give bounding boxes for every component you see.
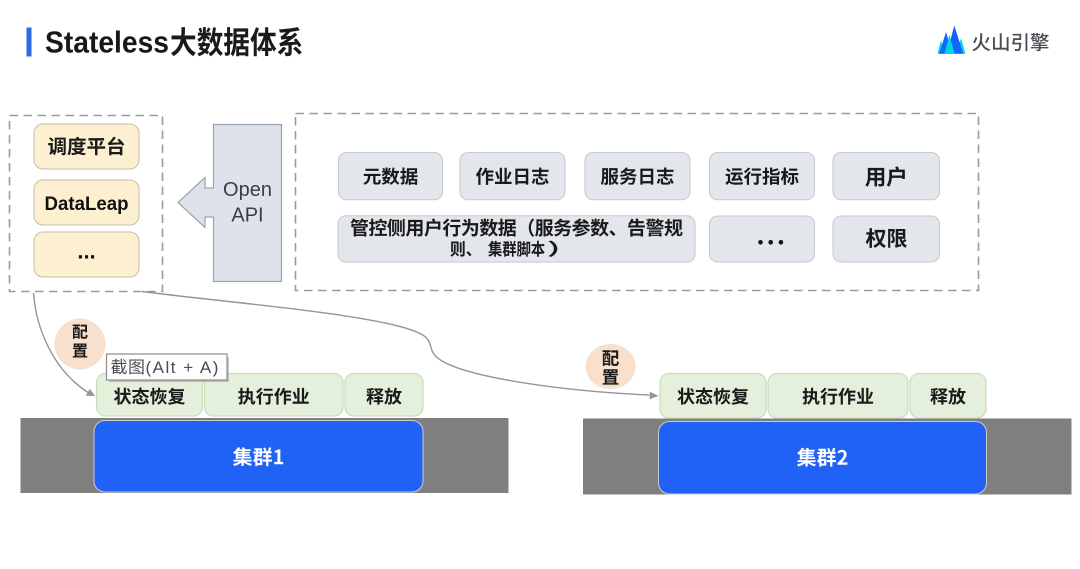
svg-text:(Alt + A): (Alt + A) [146, 358, 220, 377]
svg-text:Stateless: Stateless [45, 25, 169, 60]
svg-text:Open: Open [223, 179, 272, 201]
svg-text:API: API [231, 205, 263, 227]
svg-text:DataLeap: DataLeap [45, 193, 129, 215]
svg-text:...: ... [77, 239, 95, 264]
